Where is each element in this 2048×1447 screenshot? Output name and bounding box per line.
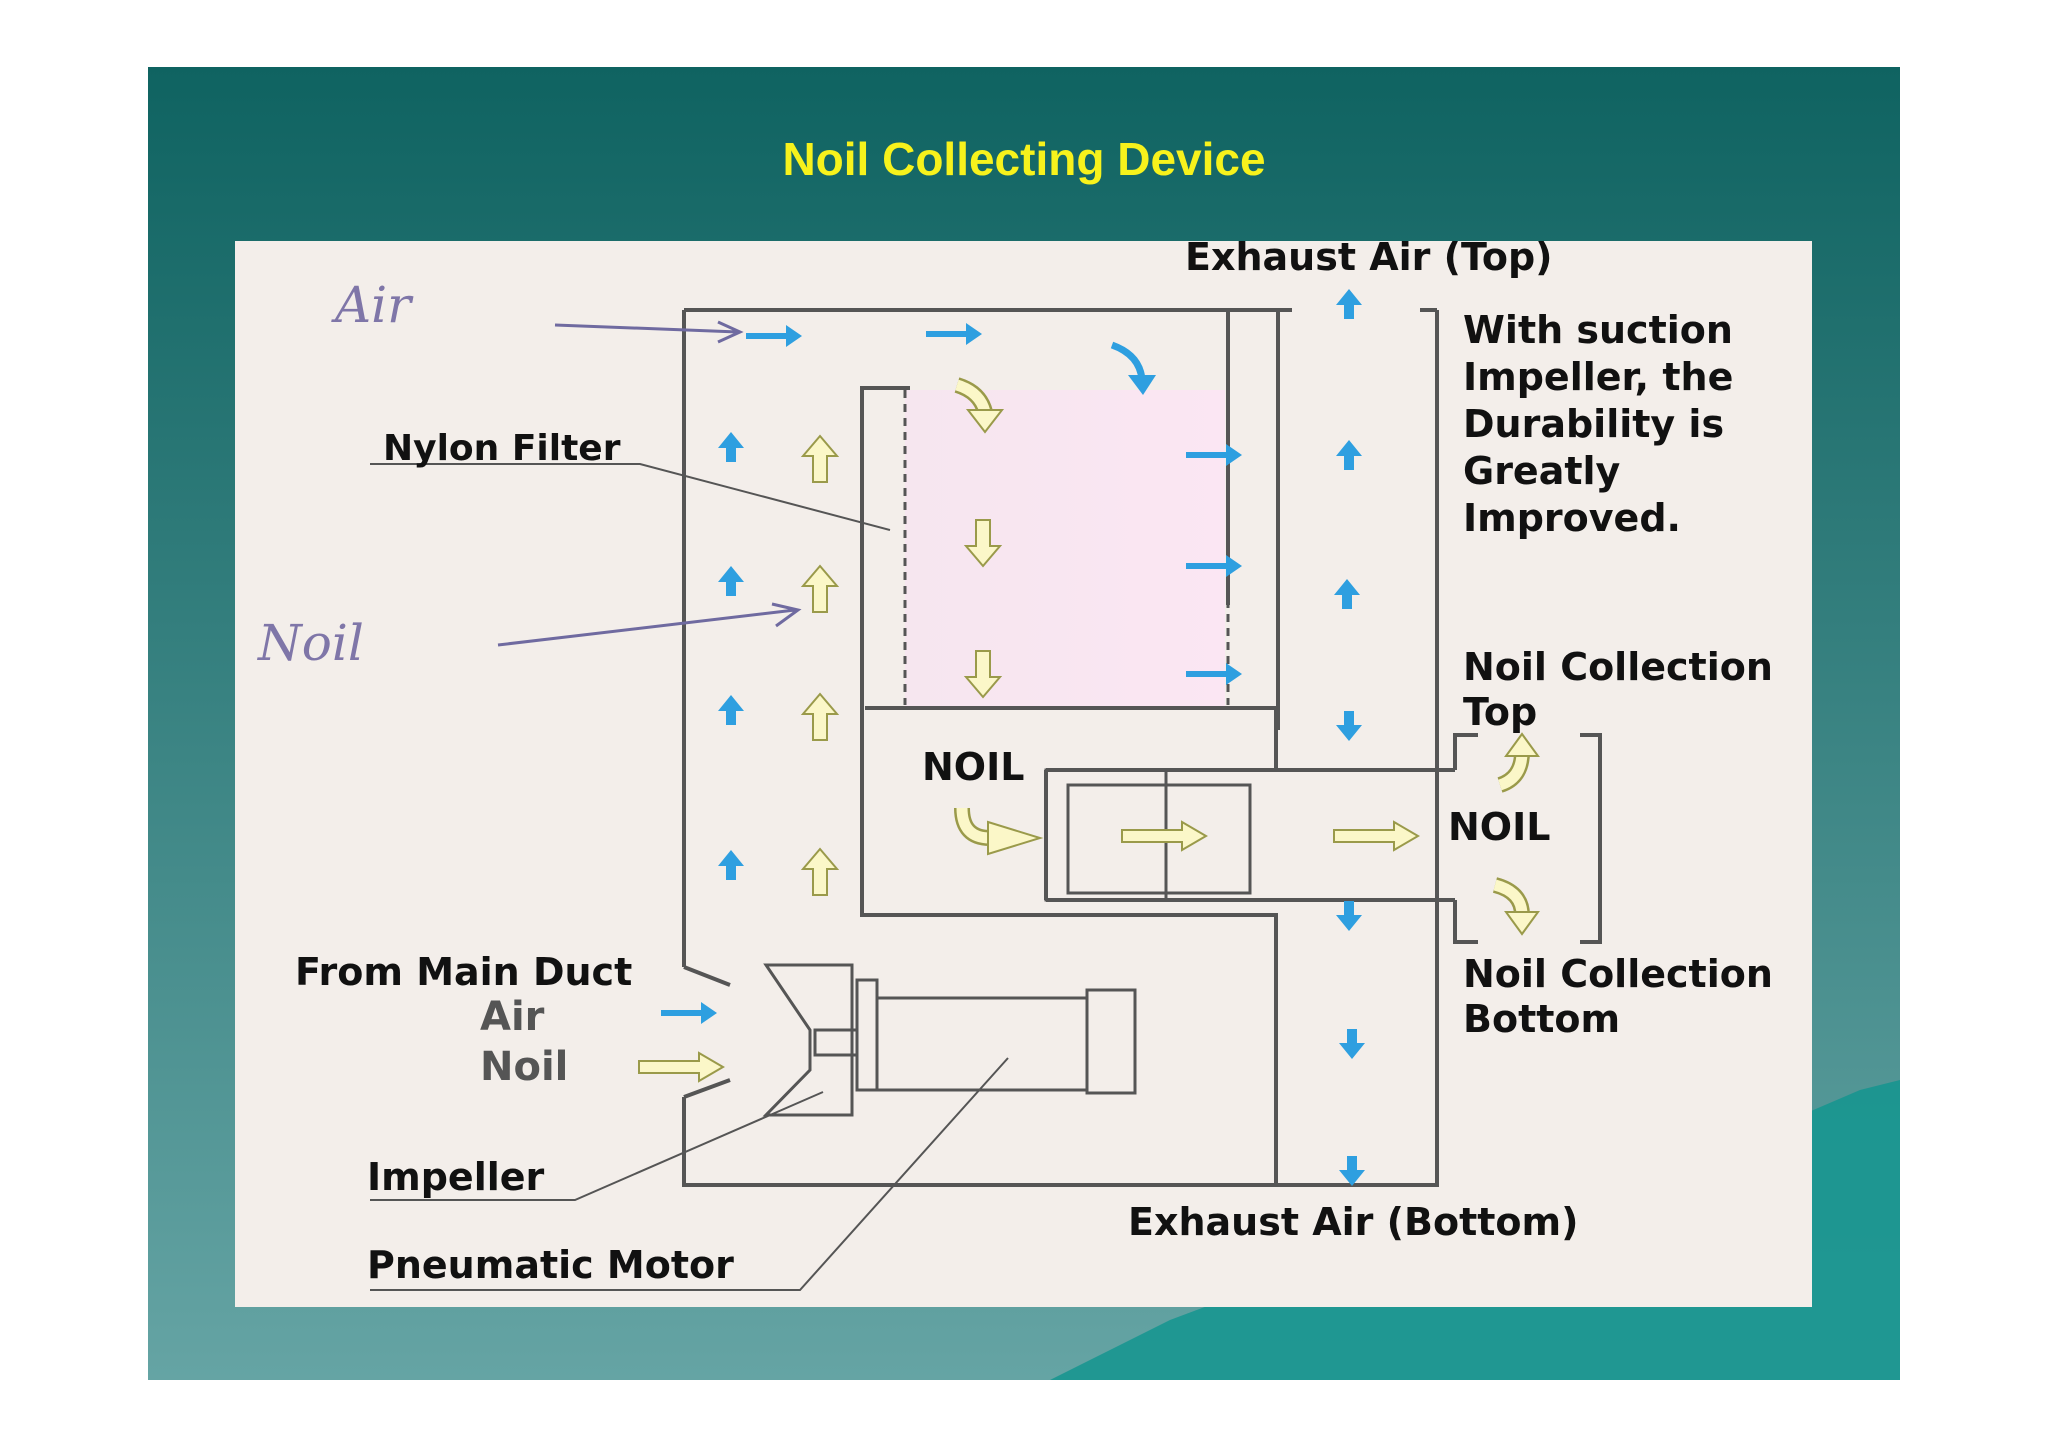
exhaust-top-label: Exhaust Air (Top): [1185, 235, 1553, 279]
note-line: Improved.: [1463, 496, 1681, 540]
durability-note: With suction Impeller, the Durability is…: [1463, 308, 1733, 540]
collection-top-label-line2: Top: [1463, 690, 1537, 734]
duct-air-label: Air: [480, 994, 545, 1040]
filter-chamber-fill: [905, 390, 1225, 708]
filter-chamber-floor: [865, 706, 1278, 770]
device-schematic: [682, 308, 1602, 1187]
noil-arrow-curved-head: [1504, 911, 1540, 936]
handwritten-noil-arrow: [497, 602, 802, 647]
impeller-leader: [370, 1091, 824, 1201]
handwritten-notes: Air Noil: [257, 276, 802, 672]
air-arrow-curved-head: [1128, 375, 1156, 395]
collection-top-label-line1: Noil Collection: [1463, 645, 1773, 689]
handwritten-noil: Noil: [257, 614, 364, 672]
air-flow-arrows: [661, 289, 1365, 1186]
from-main-duct-label: From Main Duct: [295, 950, 632, 994]
motor-cap: [1085, 988, 1137, 1095]
noil-arrow-curved-head: [1504, 732, 1540, 757]
filter-chamber-wall: [860, 386, 1278, 1185]
motor-leader: [370, 1057, 1009, 1291]
noil-inner-label: NOIL: [922, 745, 1024, 789]
collection-bottom-label-line2: Bottom: [1463, 997, 1620, 1041]
noil-arrow-curved-head: [987, 820, 1044, 856]
noil-flow-arrows: [638, 377, 1540, 1082]
note-line: Greatly: [1463, 449, 1621, 493]
handwritten-air-arrow: [554, 320, 744, 344]
nylon-filter-leader: [370, 463, 891, 531]
noil-outer-label: NOIL: [1448, 805, 1550, 849]
noil-tube-outer: [1044, 768, 1455, 902]
duct-noil-label: Noil: [480, 1044, 568, 1090]
slide-title: Noil Collecting Device: [782, 133, 1265, 185]
impeller-label: Impeller: [367, 1155, 545, 1199]
noil-arrow-curved-head: [965, 409, 1005, 434]
note-line: Impeller, the: [1463, 355, 1733, 399]
housing-outline: [682, 308, 1439, 1187]
noil-tube-inner: [1066, 783, 1252, 895]
collection-box: [1453, 733, 1602, 944]
noil-arrow-curved: [955, 379, 991, 414]
nylon-filter-label: Nylon Filter: [383, 428, 621, 469]
note-line: With suction: [1463, 308, 1733, 352]
inlet-funnel: [683, 965, 731, 1099]
impeller-shape: [762, 963, 854, 1117]
exhaust-bottom-label: Exhaust Air (Bottom): [1128, 1200, 1578, 1244]
collection-bottom-label-line1: Noil Collection: [1463, 952, 1773, 996]
pneumatic-motor-label: Pneumatic Motor: [367, 1243, 734, 1287]
labels: Exhaust Air (Top) Exhaust Air (Bottom) N…: [295, 235, 1773, 1287]
leader-lines: [370, 463, 1009, 1291]
note-line: Durability is: [1463, 402, 1724, 446]
handwritten-air: Air: [331, 276, 414, 334]
noil-arrow-curved: [956, 807, 991, 844]
